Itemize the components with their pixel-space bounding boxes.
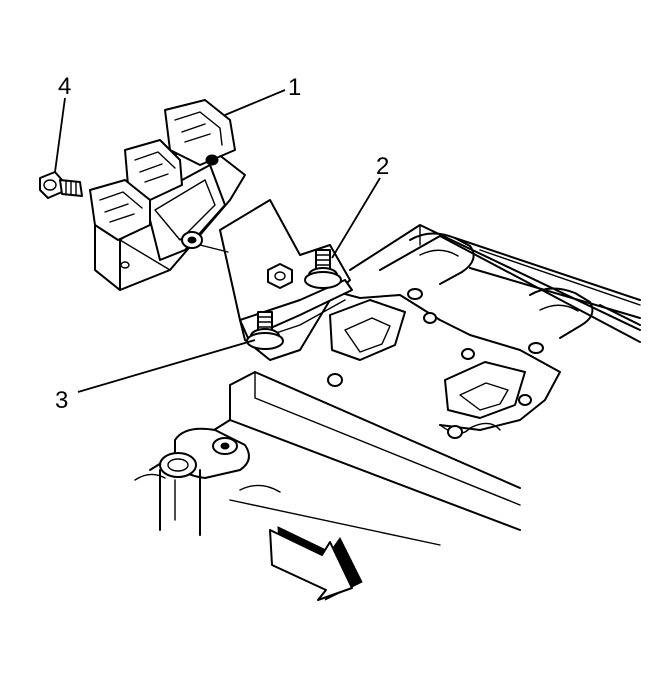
callout-label-2: 2 — [376, 153, 389, 180]
arrow-icon — [269, 526, 363, 601]
callout-label-1: 1 — [288, 74, 301, 101]
intake-manifold — [134, 224, 641, 546]
stud-nut-assembly — [246, 249, 342, 350]
mounting-bolt — [39, 171, 83, 199]
callout-label-4: 4 — [58, 73, 71, 100]
callout-label-3: 3 — [55, 387, 68, 414]
leader-lines — [54, 89, 381, 393]
control-module — [89, 99, 246, 291]
